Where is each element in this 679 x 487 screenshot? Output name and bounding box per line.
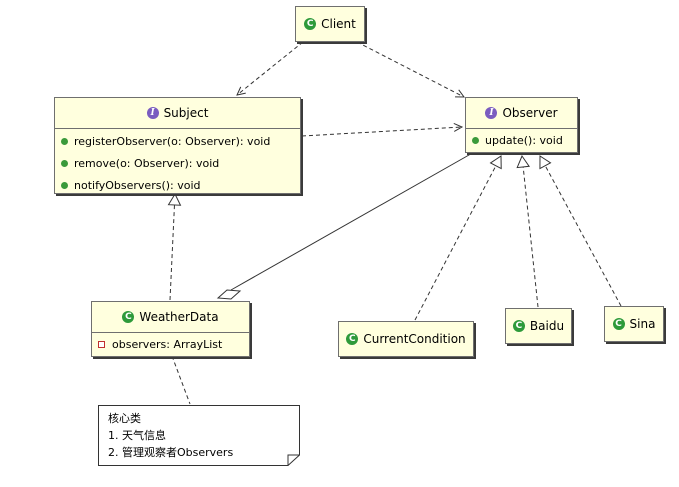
class-weatherdata[interactable]: C WeatherData observers: ArrayList (91, 301, 250, 357)
field-name: observers: ArrayList (112, 337, 223, 351)
note-line: 1. 天气信息 (108, 429, 166, 442)
method-row: registerObserver(o: Observer): void (55, 130, 300, 152)
interface-icon: I (146, 107, 159, 119)
observer-methods: update(): void (466, 128, 577, 151)
field-row: observers: ArrayList (92, 333, 249, 355)
note-anchor-line (171, 355, 191, 405)
interface-observer-header: I Observer (466, 98, 577, 128)
class-baidu[interactable]: C Baidu (505, 308, 572, 344)
public-method-icon (61, 137, 68, 145)
method-name: update(): void (485, 133, 563, 147)
method-name: notifyObservers(): void (74, 178, 201, 192)
class-icon: C (304, 18, 317, 30)
class-sina[interactable]: C Sina (604, 306, 664, 342)
aggregation-diamond (216, 289, 242, 300)
class-baidu-header: C Baidu (506, 309, 571, 343)
note-line: 核心类 (108, 412, 141, 425)
interface-icon: I (485, 107, 498, 119)
interface-subject-name: Subject (163, 106, 209, 120)
interface-observer-name: Observer (502, 106, 558, 120)
weatherdata-aggregates-observer (230, 150, 477, 291)
class-baidu-name: Baidu (529, 319, 565, 333)
interface-subject[interactable]: I Subject registerObserver(o: Observer):… (54, 97, 301, 194)
baidu-realizes-observer (516, 154, 539, 308)
method-row: remove(o: Observer): void (55, 152, 300, 174)
subject-to-observer-dependency (301, 127, 462, 137)
method-row: notifyObservers(): void (55, 174, 300, 196)
weatherdata-realizes-subject (167, 192, 182, 301)
class-sina-header: C Sina (605, 307, 663, 341)
note-line: 2. 管理观察者Observers (108, 446, 234, 459)
sina-realizes-observer (539, 155, 622, 307)
class-icon: C (346, 333, 359, 345)
public-method-icon (472, 136, 479, 144)
private-field-icon (98, 340, 105, 348)
class-currentcondition-header: C CurrentCondition (339, 322, 473, 356)
class-currentcondition[interactable]: C CurrentCondition (338, 321, 474, 357)
note-text: 核心类 1. 天气信息 2. 管理观察者Observers (108, 410, 233, 461)
subject-methods: registerObserver(o: Observer): void remo… (55, 128, 300, 196)
class-client-header: C Client (296, 7, 364, 41)
class-client-name: Client (321, 17, 356, 31)
interface-subject-header: I Subject (55, 98, 300, 128)
currentcondition-realizes-observer (414, 155, 502, 321)
class-weatherdata-header: C WeatherData (92, 302, 249, 332)
class-client[interactable]: C Client (295, 6, 365, 42)
method-name: registerObserver(o: Observer): void (74, 134, 271, 148)
client-to-observer-dependency (356, 41, 464, 97)
weatherdata-fields: observers: ArrayList (92, 332, 249, 355)
class-sina-name: Sina (629, 317, 656, 331)
client-to-subject-dependency (237, 41, 304, 95)
method-row: update(): void (466, 129, 577, 151)
method-name: remove(o: Observer): void (74, 156, 220, 170)
class-icon: C (612, 318, 625, 330)
class-icon: C (122, 311, 135, 323)
public-method-icon (61, 159, 68, 167)
public-method-icon (61, 181, 68, 189)
note-shape (98, 405, 300, 466)
class-weatherdata-name: WeatherData (139, 310, 219, 324)
interface-observer[interactable]: I Observer update(): void (465, 97, 578, 153)
note[interactable]: 核心类 1. 天气信息 2. 管理观察者Observers (98, 405, 300, 466)
class-currentcondition-name: CurrentCondition (363, 332, 466, 346)
class-icon: C (512, 320, 525, 332)
